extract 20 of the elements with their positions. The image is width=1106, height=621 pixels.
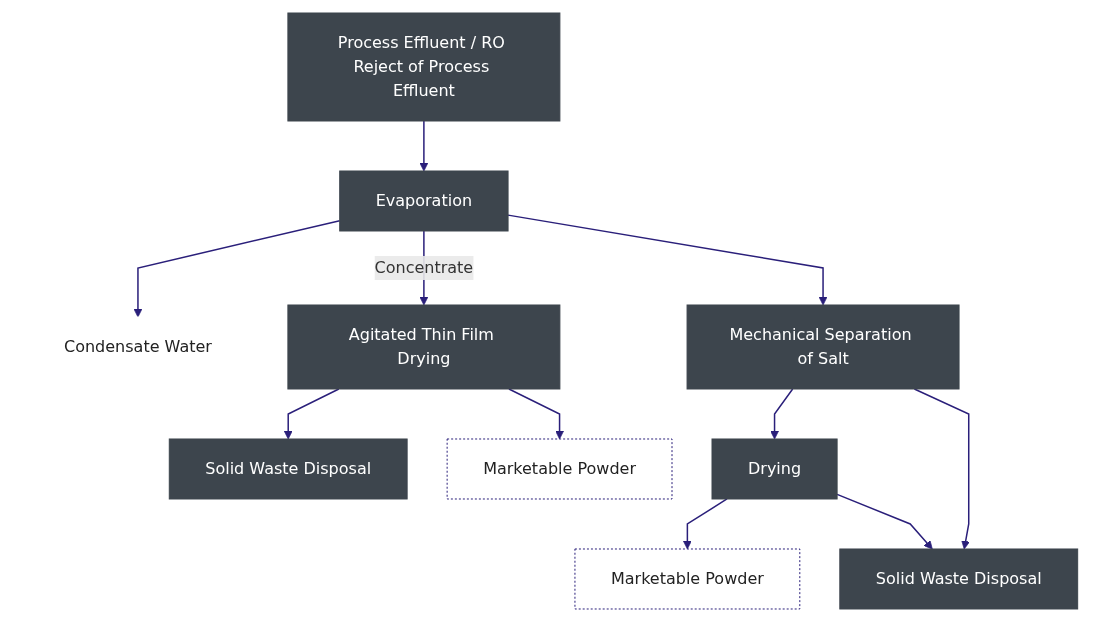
node-box: Marketable Powder — [574, 548, 801, 609]
edge-label: Concentrate — [374, 257, 474, 277]
arrow — [133, 219, 341, 317]
node-box: Marketable Powder — [446, 438, 673, 499]
node-box: Solid Waste Disposal — [168, 438, 408, 499]
arrow — [836, 493, 933, 549]
arrow — [913, 387, 971, 549]
node-box: Agitated Thin Film Drying — [287, 304, 561, 389]
node-box: Drying — [711, 438, 838, 499]
arrow — [283, 387, 340, 439]
arrow — [508, 387, 565, 439]
node-box: Evaporation — [339, 170, 509, 231]
node-box: Solid Waste Disposal — [839, 548, 1079, 609]
arrow — [770, 387, 794, 439]
arrow — [683, 497, 728, 549]
arrow — [419, 119, 429, 171]
arrow — [507, 213, 828, 305]
node-text: Condensate Water — [64, 336, 213, 356]
node-box: Mechanical Separation of Salt — [686, 304, 960, 389]
node-box: Process Effluent / RO Reject of Process Effluent — [287, 12, 561, 121]
